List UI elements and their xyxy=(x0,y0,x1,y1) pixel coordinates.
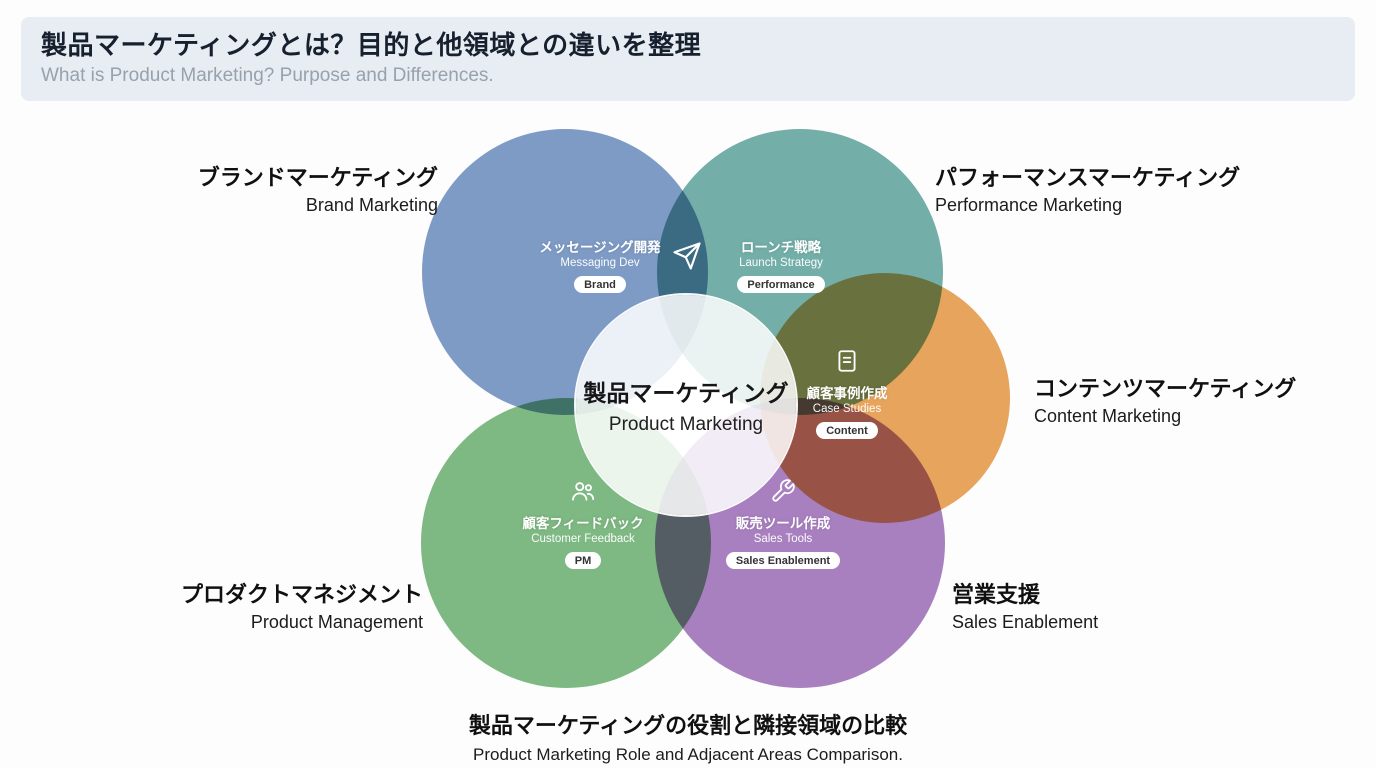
header: 製品マーケティングとは？目的と他領域との違いを整理 What is Produc… xyxy=(21,17,1355,101)
overlap-label-ja: 顧客フィードバック xyxy=(522,516,644,531)
area-label-sales: 営業支援 Sales Enablement xyxy=(952,582,1232,633)
center-title-ja: 製品マーケティング xyxy=(583,380,789,406)
area-label-en: Content Marketing xyxy=(1034,406,1182,427)
badge-performance: Performance xyxy=(737,276,825,293)
people-icon xyxy=(570,478,596,504)
area-label-ja: プロダクトマネジメント xyxy=(180,582,423,607)
overlap-case-studies: 顧客事例作成 Case Studies Content xyxy=(757,348,937,439)
overlap-label-en: Sales Tools xyxy=(753,533,813,545)
overlap-feedback: 顧客フィードバック Customer Feedback PM xyxy=(493,478,673,569)
overlap-sales-tools: 販売ツール作成 Sales Tools Sales Enablement xyxy=(693,478,873,569)
overlap-messaging: メッセージング開発 Messaging Dev Brand xyxy=(510,236,690,293)
overlap-label-en: Launch Strategy xyxy=(739,257,823,269)
overlap-label-ja: 販売ツール作成 xyxy=(735,516,831,531)
overlap-label-en: Customer Feedback xyxy=(531,533,635,545)
overlap-launch: ローンチ戦略 Launch Strategy Performance xyxy=(691,236,871,293)
badge-sales-enablement: Sales Enablement xyxy=(725,552,841,569)
area-label-en: Sales Enablement xyxy=(952,612,1099,633)
caption-en: Product Marketing Role and Adjacent Area… xyxy=(473,745,903,764)
area-label-ja: ブランドマーケティング xyxy=(197,165,438,190)
page-subtitle: What is Product Marketing? Purpose and D… xyxy=(41,64,494,86)
badge-brand: Brand xyxy=(574,276,626,293)
overlap-label-ja: 顧客事例作成 xyxy=(806,386,888,401)
area-label-pm: プロダクトマネジメント Product Management xyxy=(140,582,423,633)
overlap-label-ja: メッセージング開発 xyxy=(539,240,661,255)
area-label-en: Brand Marketing xyxy=(305,195,438,216)
wrench-icon xyxy=(770,478,796,504)
badge-pm: PM xyxy=(564,552,602,569)
page-title: 製品マーケティングとは？目的と他領域との違いを整理 xyxy=(41,30,702,60)
area-label-en: Product Management xyxy=(250,612,423,633)
area-label-ja: コンテンツマーケティング xyxy=(1034,376,1297,401)
area-label-content: コンテンツマーケティング Content Marketing xyxy=(1034,376,1334,427)
caption-ja: 製品マーケティングの役割と隣接領域の比較 xyxy=(468,713,908,738)
bottom-caption: 製品マーケティングの役割と隣接領域の比較 Product Marketing R… xyxy=(0,708,1376,765)
overlap-label-en: Messaging Dev xyxy=(560,257,640,269)
document-icon xyxy=(834,348,860,374)
overlap-label-ja: ローンチ戦略 xyxy=(740,240,822,255)
area-label-brand: ブランドマーケティング Brand Marketing xyxy=(140,165,438,216)
area-label-ja: パフォーマンスマーケティング xyxy=(935,165,1241,190)
area-label-ja: 営業支援 xyxy=(952,582,1041,607)
area-label-performance: パフォーマンスマーケティング Performance Marketing xyxy=(935,165,1255,216)
center-circle: 製品マーケティング Product Marketing xyxy=(576,295,796,515)
overlap-label-en: Case Studies xyxy=(812,403,882,415)
paper-plane-icon xyxy=(672,241,702,271)
center-title-en: Product Marketing xyxy=(608,414,764,435)
badge-content: Content xyxy=(816,422,878,439)
area-label-en: Performance Marketing xyxy=(935,195,1123,216)
